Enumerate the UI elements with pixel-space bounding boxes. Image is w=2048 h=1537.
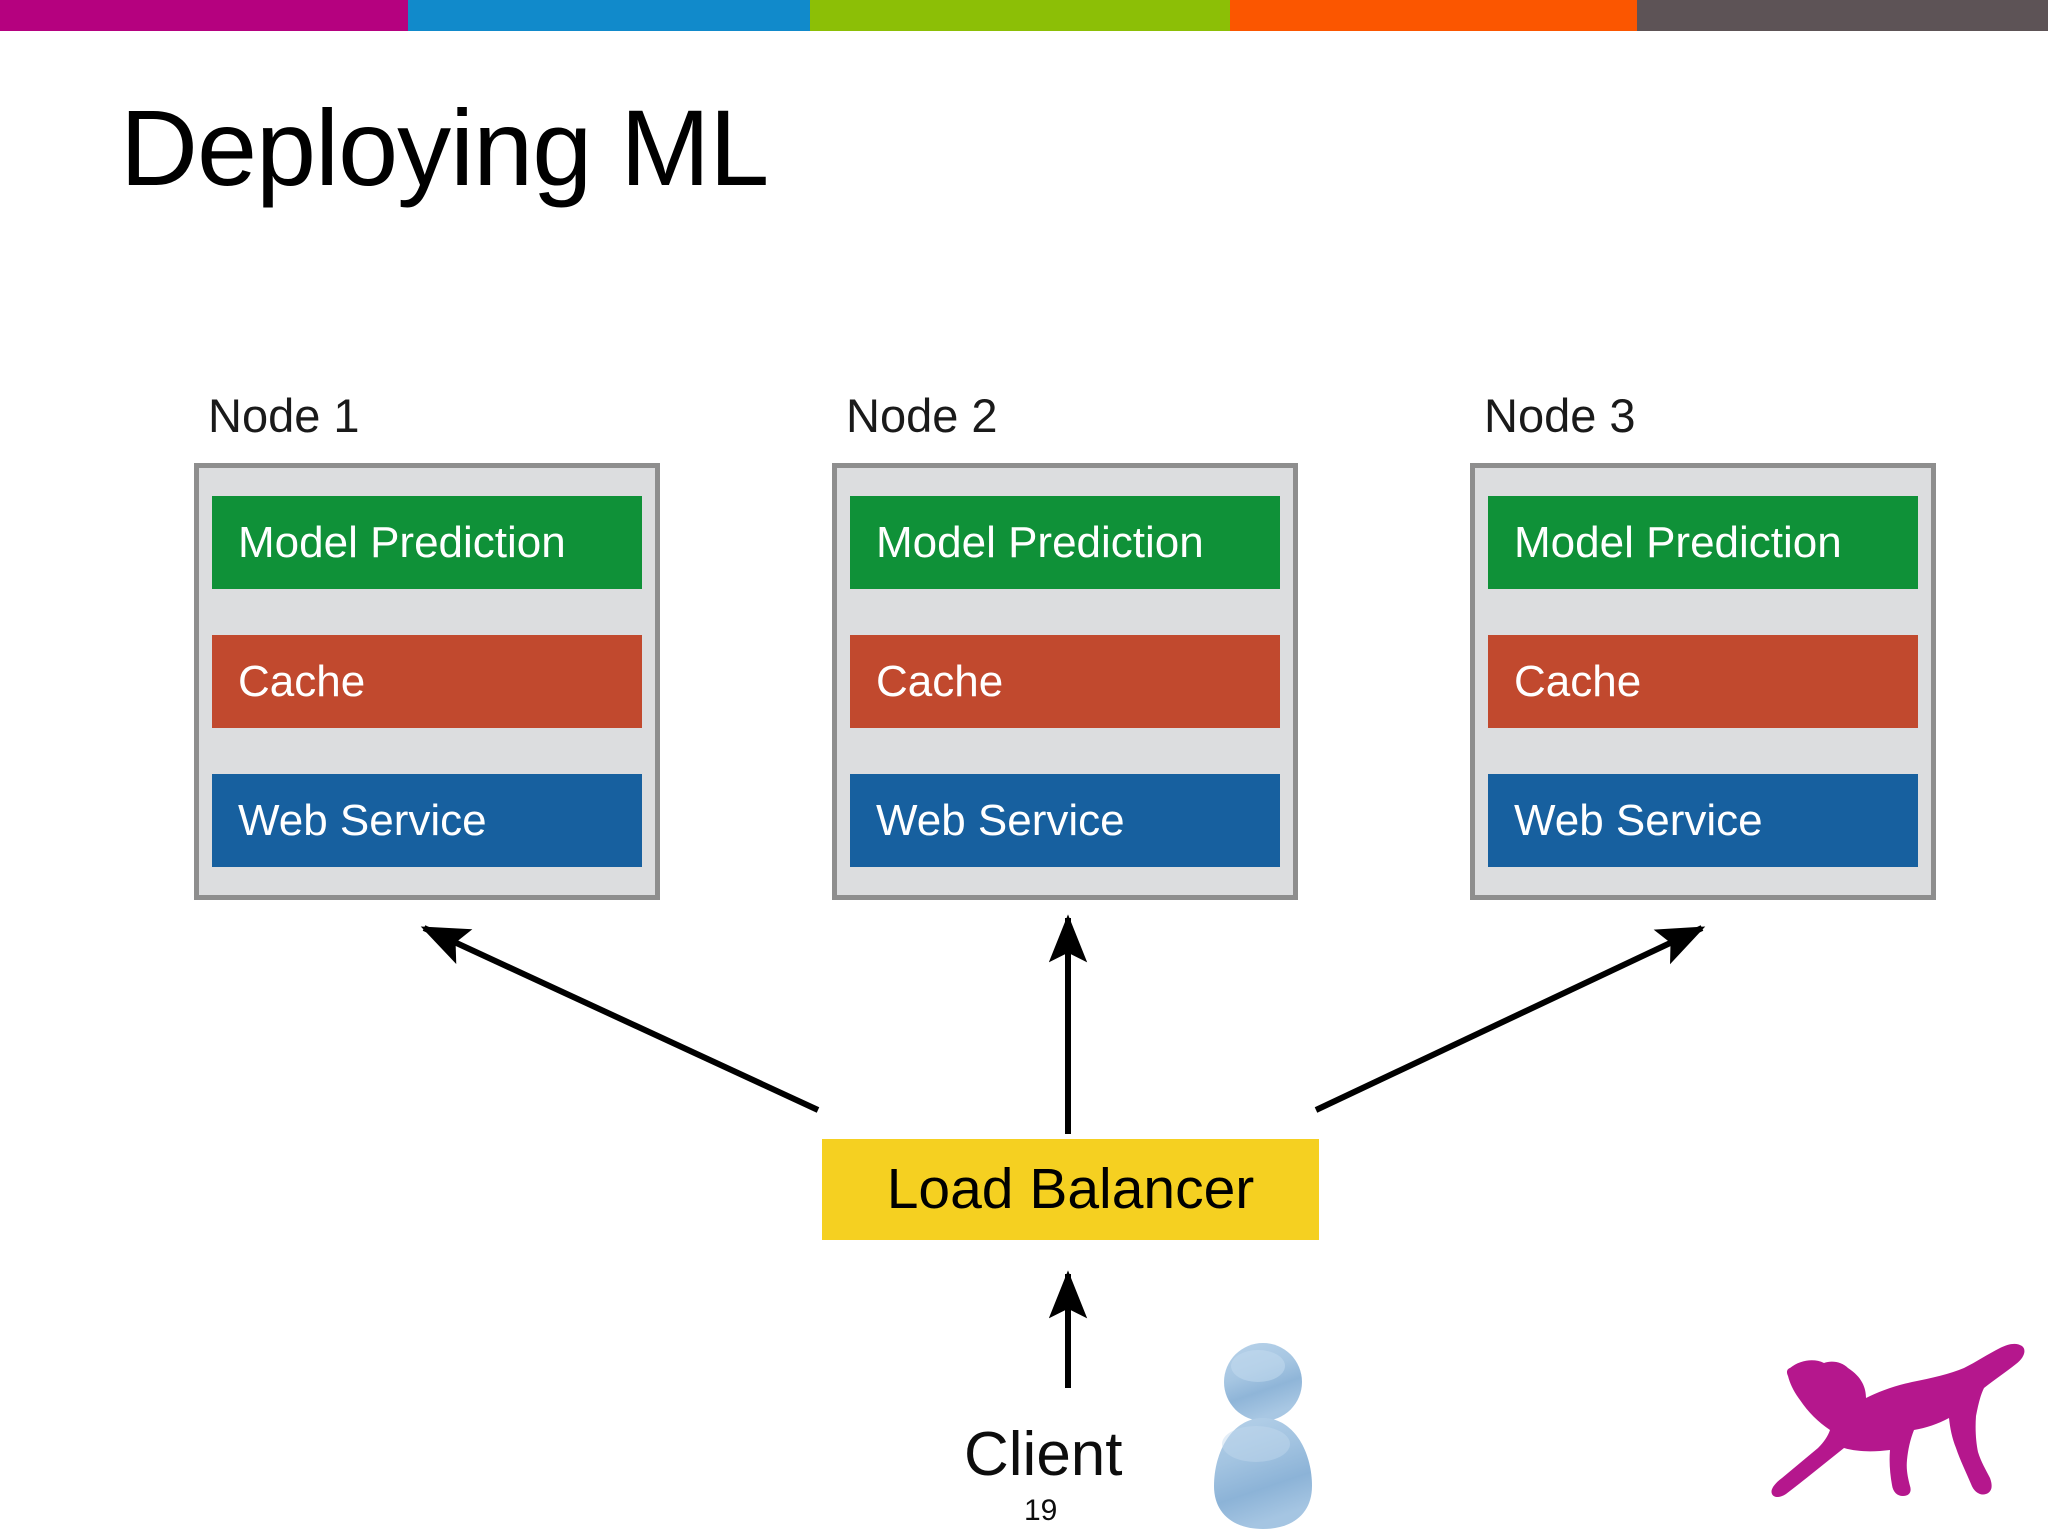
node-3-layer-model-prediction[interactable]: Model Prediction (1488, 496, 1918, 589)
node-label-1: Node 1 (208, 389, 360, 442)
node-box-3[interactable]: Model Prediction Cache Web Service (1470, 463, 1936, 900)
page-title: Deploying ML (120, 87, 769, 208)
color-bar-segment-green (810, 0, 1230, 31)
load-balancer-label: Load Balancer (886, 1157, 1255, 1221)
node-3-layer-web-service[interactable]: Web Service (1488, 774, 1918, 867)
node-2-layer-model-prediction[interactable]: Model Prediction (850, 496, 1280, 589)
node-group-3: Node 3 Model Prediction Cache Web Servic… (1470, 392, 1936, 900)
node-2-layer-web-service[interactable]: Web Service (850, 774, 1280, 867)
dog-logo (1762, 1340, 2048, 1526)
node-1-layer-web-service[interactable]: Web Service (212, 774, 642, 867)
node-box-1[interactable]: Model Prediction Cache Web Service (194, 463, 660, 900)
color-bar-segment-gray (1637, 0, 2048, 31)
arrow-lb-to-node-1 (420, 925, 820, 1113)
arrow-lb-to-node-3 (1314, 925, 1706, 1113)
color-bar-segment-orange (1230, 0, 1637, 31)
node-group-2: Node 2 Model Prediction Cache Web Servic… (832, 392, 1298, 900)
top-color-bar (0, 0, 2048, 31)
node-3-layer-cache[interactable]: Cache (1488, 635, 1918, 728)
client-label: Client (964, 1420, 1123, 1489)
color-bar-segment-blue (408, 0, 810, 31)
node-1-layer-model-prediction[interactable]: Model Prediction (212, 496, 642, 589)
node-label-2: Node 2 (846, 389, 998, 442)
person-avatar-icon (1208, 1336, 1318, 1532)
node-1-layer-cache[interactable]: Cache (212, 635, 642, 728)
load-balancer-box[interactable]: Load Balancer (822, 1139, 1319, 1240)
node-label-3: Node 3 (1484, 389, 1636, 442)
node-2-layer-cache[interactable]: Cache (850, 635, 1280, 728)
node-box-2[interactable]: Model Prediction Cache Web Service (832, 463, 1298, 900)
page-number: 19 (1024, 1494, 1058, 1527)
node-group-1: Node 1 Model Prediction Cache Web Servic… (194, 392, 660, 900)
color-bar-segment-magenta (0, 0, 408, 31)
